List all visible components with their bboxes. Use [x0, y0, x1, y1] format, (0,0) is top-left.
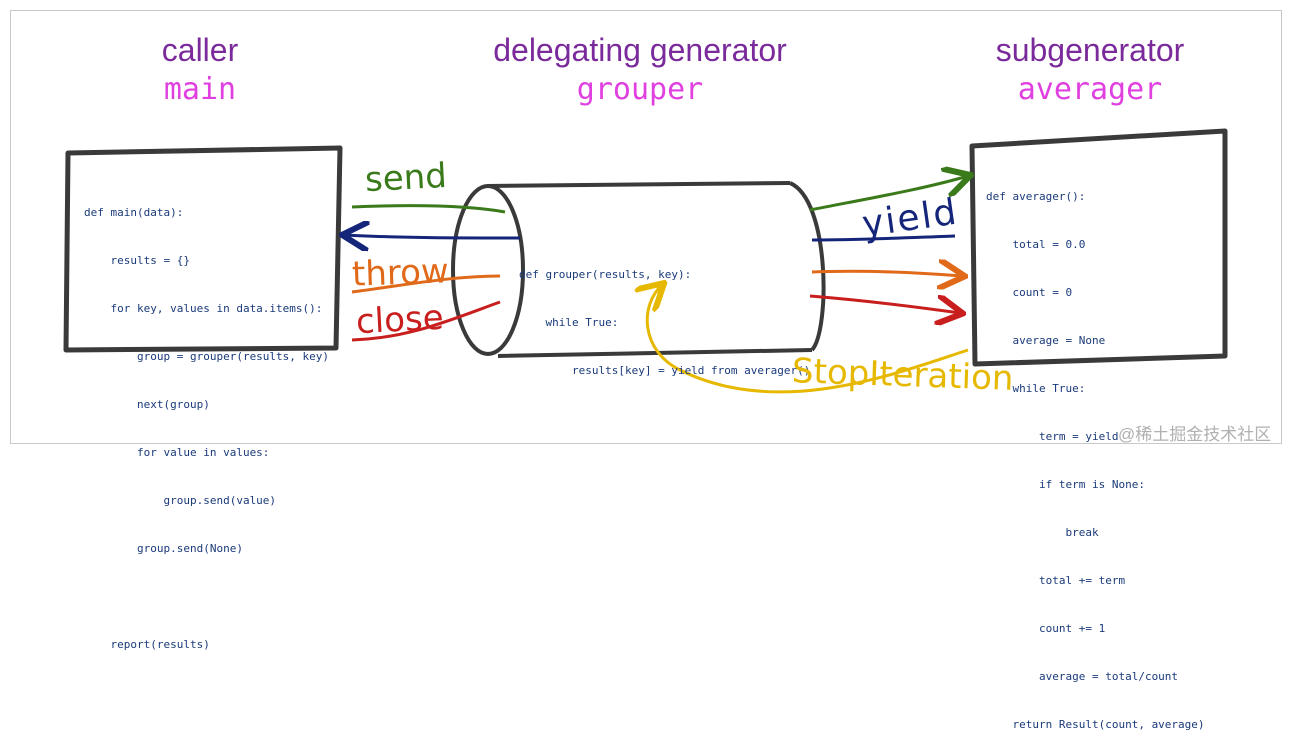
code-line: while True: [986, 382, 1086, 395]
code-line: def grouper(results, key): [519, 268, 692, 281]
close-label: close [355, 297, 445, 343]
code-line: average = None [986, 334, 1106, 347]
yield-arrow-back [811, 234, 956, 242]
delegating-code-name: grouper [576, 72, 704, 107]
code-line: count += 1 [986, 622, 1106, 635]
code-line: break [986, 526, 1099, 539]
caller-title: caller [161, 32, 239, 68]
code-line: total = 0.0 [986, 238, 1086, 251]
code-line: count = 0 [986, 286, 1073, 299]
code-line: report(results) [84, 638, 210, 651]
code-line: average = total/count [986, 670, 1179, 683]
code-line: results = {} [84, 254, 190, 267]
code-line: if term is None: [986, 478, 1145, 491]
subgenerator-header: subgenerator averager [960, 30, 1220, 110]
subgenerator-code-name: averager [1017, 72, 1163, 107]
code-line: def main(data): [84, 206, 184, 219]
send-arrow-in [351, 204, 506, 214]
stop-iteration-label: StopIteration [791, 351, 1015, 399]
code-line: group.send(None) [84, 542, 243, 555]
send-label: send [364, 155, 448, 201]
caller-header: caller main [120, 30, 280, 110]
code-line: group.send(value) [84, 494, 277, 507]
subgenerator-box [969, 128, 1228, 367]
delegating-header: delegating generator grouper [440, 30, 840, 110]
caller-code-name: main [163, 72, 237, 107]
code-line: for key, values in data.items(): [84, 302, 323, 315]
watermark: @稀土掘金技术社区 [1118, 425, 1272, 444]
code-line: group = grouper(results, key) [84, 350, 330, 363]
pipe-right-end [789, 181, 826, 352]
diagram-frame [10, 10, 1282, 444]
stop-iteration-arrow [647, 285, 969, 394]
pipe-body [486, 181, 813, 358]
code-line [84, 589, 329, 605]
yield-arrow-out [345, 235, 521, 238]
pipe-left-opening [451, 184, 525, 356]
send-arrow-out [809, 176, 968, 212]
code-line: def averager(): [986, 190, 1086, 203]
code-line: term = yield [986, 430, 1119, 443]
code-line: for value in values: [84, 446, 270, 459]
code-line: next(group) [84, 398, 210, 411]
diagram-drawing [63, 128, 1228, 394]
throw-arrow-out [811, 271, 962, 276]
close-arrow-out [809, 294, 960, 313]
subgenerator-title: subgenerator [995, 32, 1185, 68]
delegating-title: delegating generator [493, 32, 787, 68]
code-line: results[key] = yield from averager() [519, 364, 811, 377]
grouper-code: def grouper(results, key): while True: r… [519, 235, 810, 395]
code-line: while True: [519, 316, 619, 329]
caller-box [63, 145, 343, 353]
averager-code: def averager(): total = 0.0 count = 0 av… [986, 157, 1205, 749]
throw-arrow-in [351, 274, 501, 294]
main-code: def main(data): results = {} for key, va… [84, 173, 329, 669]
close-arrow-in [351, 300, 501, 342]
code-line: return Result(count, average) [986, 718, 1205, 731]
throw-label: throw [351, 251, 450, 295]
code-line: total += term [986, 574, 1126, 587]
